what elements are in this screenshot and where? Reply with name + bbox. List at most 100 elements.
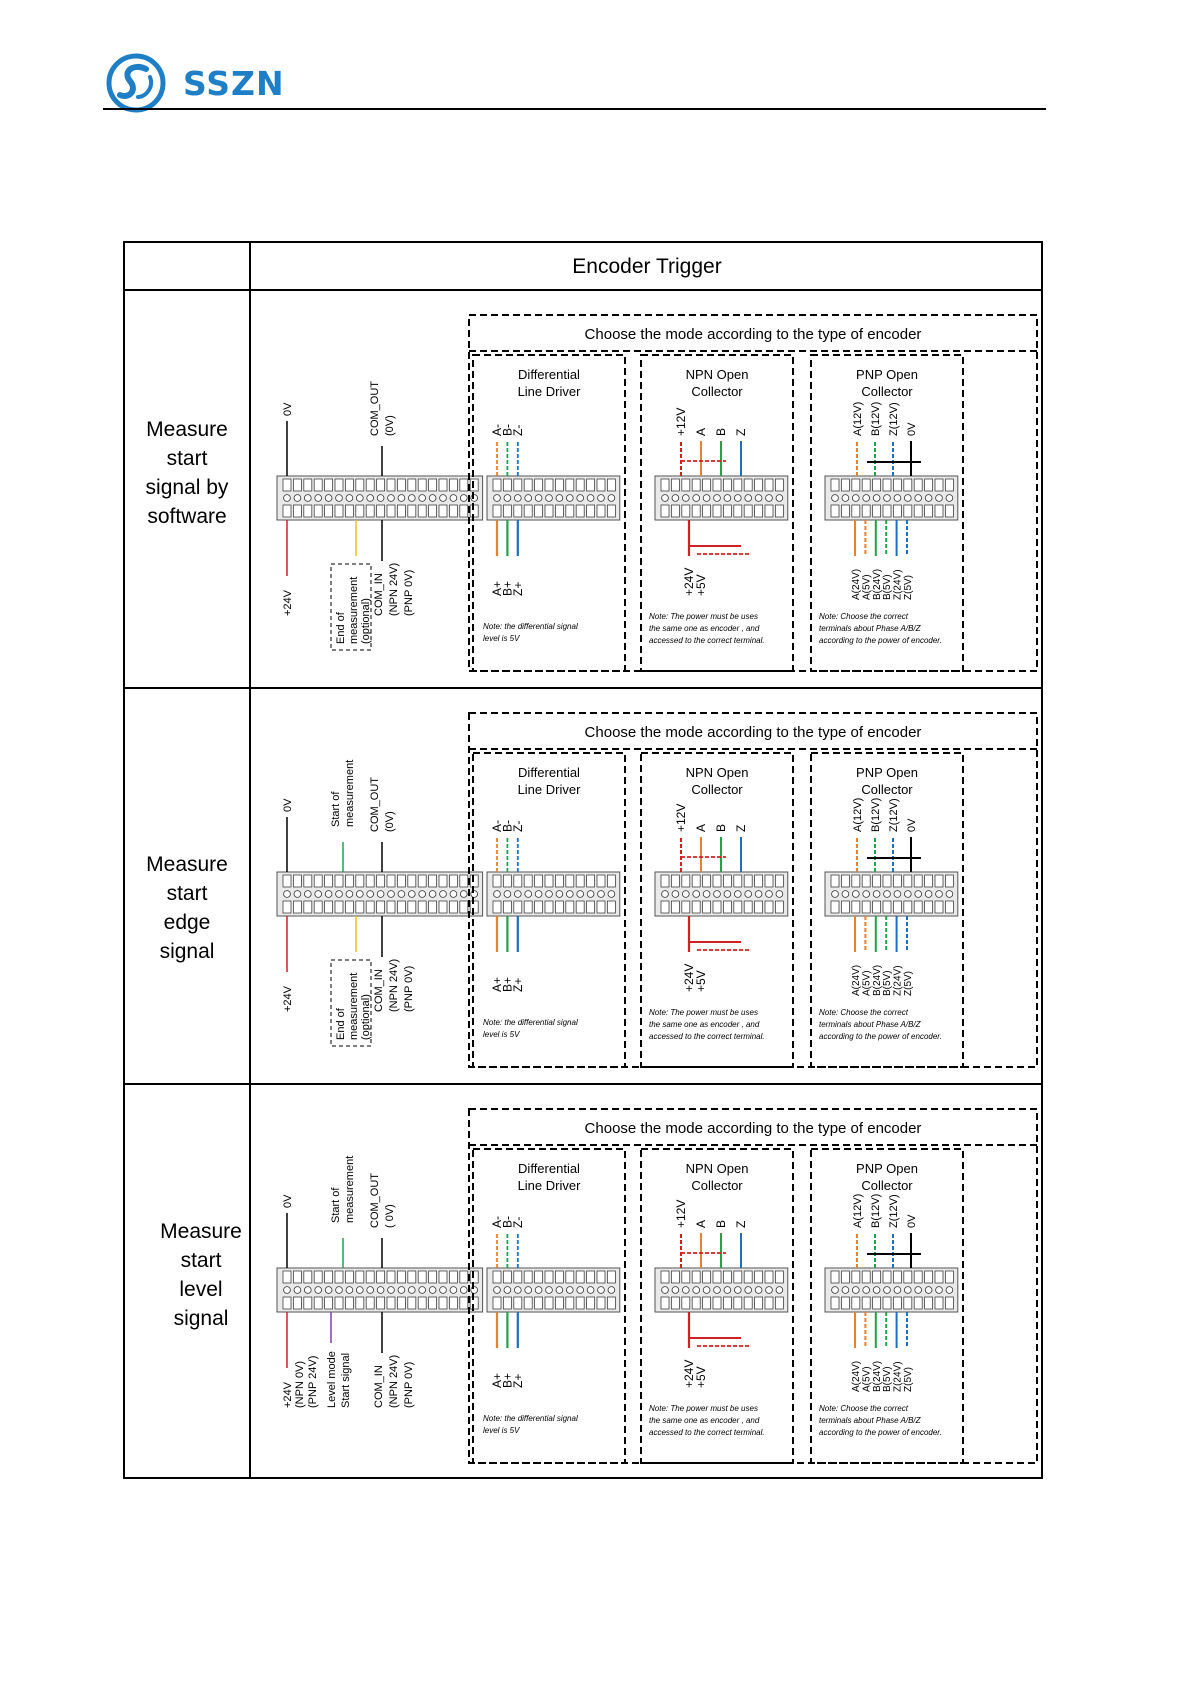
terminal-screw: [945, 1286, 954, 1294]
terminal-slot: [691, 1296, 701, 1310]
terminal-slot: [733, 478, 743, 492]
terminal-screw: [408, 890, 416, 898]
terminal-screw: [841, 1286, 850, 1294]
terminal-slot: [861, 504, 871, 518]
terminal-slot: [345, 900, 354, 914]
terminal-screw: [765, 890, 773, 898]
note-pnp-1: Note: Choose the correct: [819, 1008, 909, 1017]
terminal-slot: [428, 1296, 438, 1310]
terminal-slot: [913, 504, 923, 518]
label-0v: 0V: [282, 798, 294, 812]
terminal-slot: [764, 1296, 774, 1310]
terminal-screw: [283, 890, 291, 898]
terminal-slot: [407, 1270, 417, 1284]
terminal-slot: [417, 1296, 427, 1310]
npn-label-top: B: [714, 824, 728, 832]
terminal-screw: [723, 890, 732, 898]
terminal-screw: [702, 890, 711, 898]
terminal-slot: [469, 900, 479, 914]
terminal-slot: [459, 1270, 469, 1284]
terminal-screw: [597, 1286, 605, 1294]
terminal-screw: [576, 1286, 585, 1294]
label-npn-24v: (NPN 24V): [388, 959, 400, 1012]
diff-label-pos: A+: [490, 581, 504, 596]
note-npn-1: Note: The power must be uses: [649, 612, 758, 621]
terminal-slot: [764, 874, 774, 888]
note-npn-3: accessed to the correct terminal.: [649, 1032, 765, 1041]
differential-title-2: Line Driver: [518, 782, 582, 797]
terminal-slot: [523, 1270, 533, 1284]
pnp-label-top: A(12V): [852, 402, 864, 436]
terminal-screw: [851, 494, 860, 502]
terminal-slot: [743, 900, 753, 914]
terminal-screw: [555, 494, 564, 502]
terminal-slot: [459, 504, 469, 518]
pnp-title: PNP Open: [856, 765, 918, 780]
terminal-slot: [775, 1296, 784, 1310]
npn-label-top: A: [694, 1220, 708, 1228]
sszn-logo: [106, 53, 166, 113]
terminal-screw: [765, 494, 773, 502]
terminal-slot: [376, 1296, 385, 1310]
terminal-slot: [376, 874, 385, 888]
terminal-screw: [397, 890, 406, 898]
pnp-label-top: B(12V): [870, 402, 882, 436]
npn-box: [640, 752, 794, 1068]
terminal-slot: [872, 1296, 881, 1310]
pnp-label-bottom: A(5V): [861, 1366, 872, 1392]
terminal-screw: [862, 1286, 870, 1294]
terminal-screw: [345, 890, 354, 898]
terminal-slot: [882, 874, 892, 888]
terminal-slot: [303, 504, 313, 518]
label-24v: +24V: [282, 589, 294, 616]
label-com-out-v: ( 0V): [384, 1204, 396, 1228]
terminal-slot: [681, 504, 691, 518]
label-end-of: End of: [335, 611, 347, 644]
terminal-slot: [586, 874, 596, 888]
terminal-slot: [733, 900, 743, 914]
diff-label-pos: Z+: [511, 978, 525, 992]
terminal-slot: [303, 874, 313, 888]
npn-label-24v: +24V: [682, 568, 696, 596]
terminal-slot: [365, 874, 375, 888]
terminal-screw: [702, 1286, 711, 1294]
terminal-slot: [355, 1296, 365, 1310]
terminal-slot: [355, 900, 365, 914]
terminal-screw: [945, 890, 954, 898]
label-start-measurement: measurement: [344, 760, 356, 827]
terminal-slot: [502, 874, 512, 888]
pnp-label-top: 0V: [906, 1214, 918, 1228]
terminal-slot: [565, 1270, 575, 1284]
terminal-screw: [935, 1286, 943, 1294]
terminal-screw: [513, 890, 522, 898]
terminal-slot: [365, 504, 375, 518]
terminal-slot: [722, 504, 732, 518]
terminal-slot: [502, 504, 512, 518]
terminal-slot: [282, 478, 292, 492]
label-pnp-0v: (PNP 0V): [403, 1362, 415, 1408]
pnp-label-bottom: B(24V): [872, 1361, 883, 1392]
terminal-screw: [841, 890, 850, 898]
npn-box: [640, 354, 794, 672]
terminal-screw: [303, 494, 312, 502]
terminal-slot: [438, 478, 448, 492]
terminal-screw: [324, 1286, 333, 1294]
diff-label-neg: A-: [490, 424, 504, 436]
terminal-screw: [914, 1286, 922, 1294]
terminal-screw: [935, 890, 943, 898]
diff-label-neg: Z-: [511, 425, 525, 436]
terminal-slot: [893, 874, 902, 888]
terminal-slot: [534, 900, 544, 914]
terminal-slot: [502, 900, 512, 914]
npn-title-2: Collector: [691, 384, 743, 399]
terminal-screw: [893, 1286, 902, 1294]
terminal-slot: [872, 504, 881, 518]
pnp-label-top: 0V: [906, 422, 918, 436]
terminal-slot: [913, 1270, 923, 1284]
terminal-slot: [469, 1296, 479, 1310]
terminal-slot: [691, 874, 701, 888]
terminal-slot: [554, 900, 564, 914]
choose-mode-text: Choose the mode according to the type of…: [585, 724, 922, 741]
terminal-screw: [449, 890, 458, 898]
terminal-screw: [671, 494, 680, 502]
